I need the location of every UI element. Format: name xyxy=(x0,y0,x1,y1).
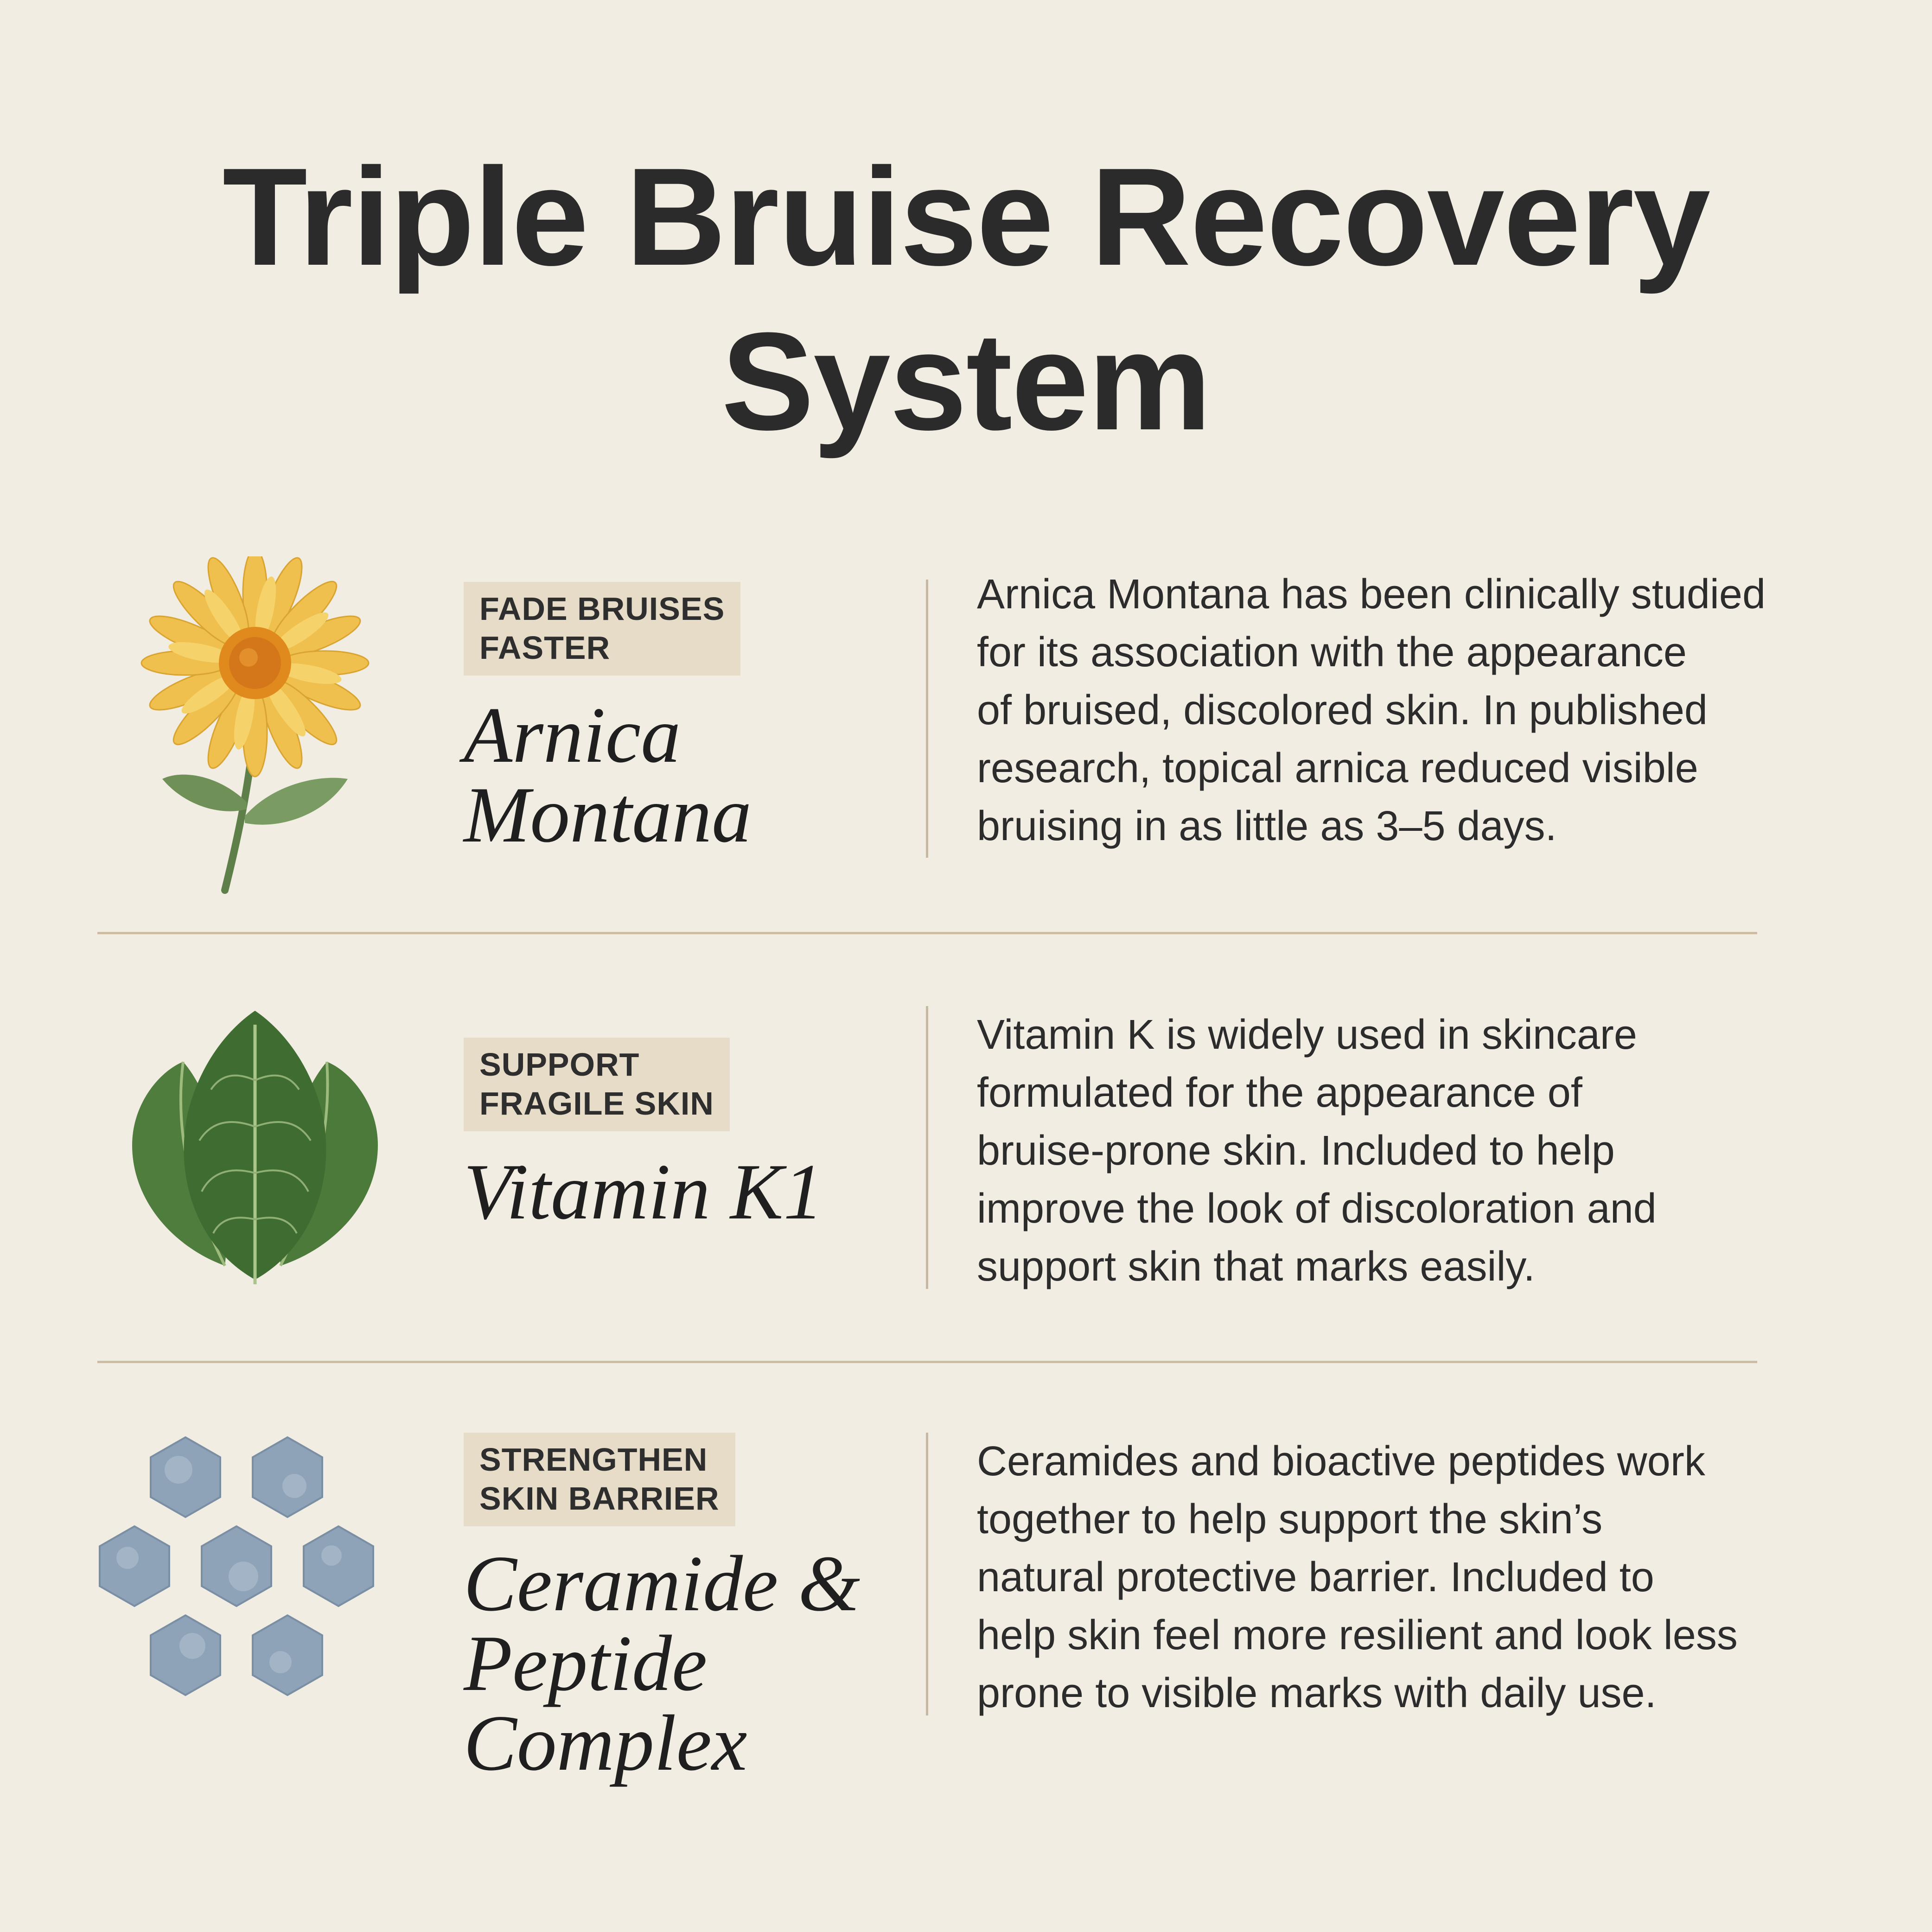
benefit-badge: SUPPORT FRAGILE SKIN xyxy=(464,1038,730,1131)
benefit-badge: FADE BRUISES FASTER xyxy=(464,582,741,676)
ingredient-row-arnica: FADE BRUISES FASTER Arnica Montana Arnic… xyxy=(97,547,1766,899)
ingredient-description: Ceramides and bioactive peptides work to… xyxy=(977,1438,1738,1716)
arnica-flower-icon xyxy=(140,556,370,894)
ingredient-description: Vitamin K is widely used in skincare for… xyxy=(977,1012,1657,1290)
column-divider xyxy=(926,1433,928,1715)
leaves-icon xyxy=(132,1011,378,1284)
ingredient-row-ceramide-peptide: STRENGTHEN SKIN BARRIER Ceramide & Pepti… xyxy=(97,1414,1757,1808)
benefit-badge: STRENGTHEN SKIN BARRIER xyxy=(464,1433,735,1526)
row-divider xyxy=(97,1361,1757,1363)
row-divider xyxy=(97,932,1757,934)
page-title-line-1: Triple Bruise Recovery xyxy=(222,139,1711,294)
hexagon-cluster-icon xyxy=(99,1436,374,1696)
ingredient-name: Ceramide & Peptide Complex xyxy=(464,1540,861,1787)
page-title-line-2: System xyxy=(721,303,1211,459)
page-title: Triple Bruise Recovery System xyxy=(0,134,1932,464)
ingredient-row-vitamin-k1: SUPPORT FRAGILE SKIN Vitamin K1 Vitamin … xyxy=(97,988,1757,1340)
ingredient-name: Arnica Montana xyxy=(464,691,752,859)
column-divider xyxy=(926,1006,928,1289)
ingredient-description: Arnica Montana has been clinically studi… xyxy=(977,571,1766,849)
column-divider xyxy=(926,580,928,858)
ingredient-name: Vitamin K1 xyxy=(464,1148,823,1236)
